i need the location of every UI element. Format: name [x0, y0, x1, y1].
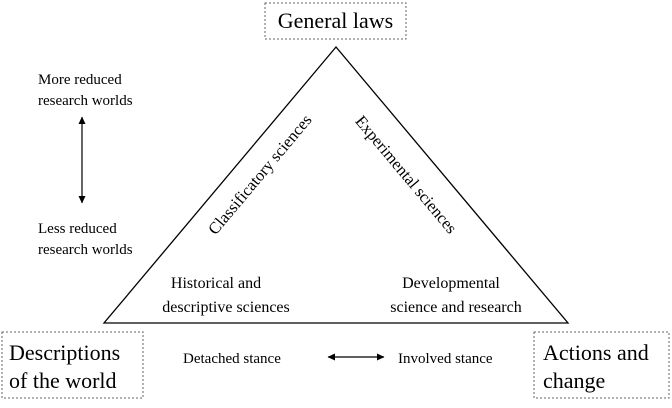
triangle-outline — [102, 45, 570, 324]
general-laws-box: General laws — [264, 2, 407, 40]
actions-box-border — [533, 331, 670, 399]
classificatory-sciences-label: Classificatory sciences — [204, 111, 315, 239]
general-laws-label: General laws — [278, 8, 393, 33]
stance-row: Detached stance Involved stance — [183, 351, 493, 367]
less-reduced-line1: Less reduced — [38, 221, 117, 237]
developmental-line2: science and research — [390, 299, 521, 316]
actions-label-line2: change — [543, 368, 605, 393]
descriptions-label-line1: Descriptions — [9, 340, 120, 365]
more-reduced-line1: More reduced — [38, 72, 122, 88]
general-laws-box-border — [264, 2, 407, 40]
actions-label-line1: Actions and — [543, 340, 649, 365]
less-reduced-line2: research worlds — [38, 242, 133, 258]
historical-descriptive-line1: Historical and — [171, 275, 261, 292]
involved-stance-label: Involved stance — [398, 351, 493, 367]
more-reduced-line2: research worlds — [38, 93, 133, 109]
descriptions-box-border — [1, 331, 144, 399]
descriptions-box: Descriptions of the world — [1, 331, 144, 399]
reduction-scale: More reduced research worlds Less reduce… — [38, 72, 133, 258]
detached-stance-label: Detached stance — [183, 351, 281, 367]
descriptions-label-line2: of the world — [9, 368, 117, 393]
actions-box: Actions and change — [533, 331, 670, 399]
historical-descriptive-line2: descriptive sciences — [162, 299, 290, 316]
developmental-line1: Developmental — [402, 275, 500, 292]
